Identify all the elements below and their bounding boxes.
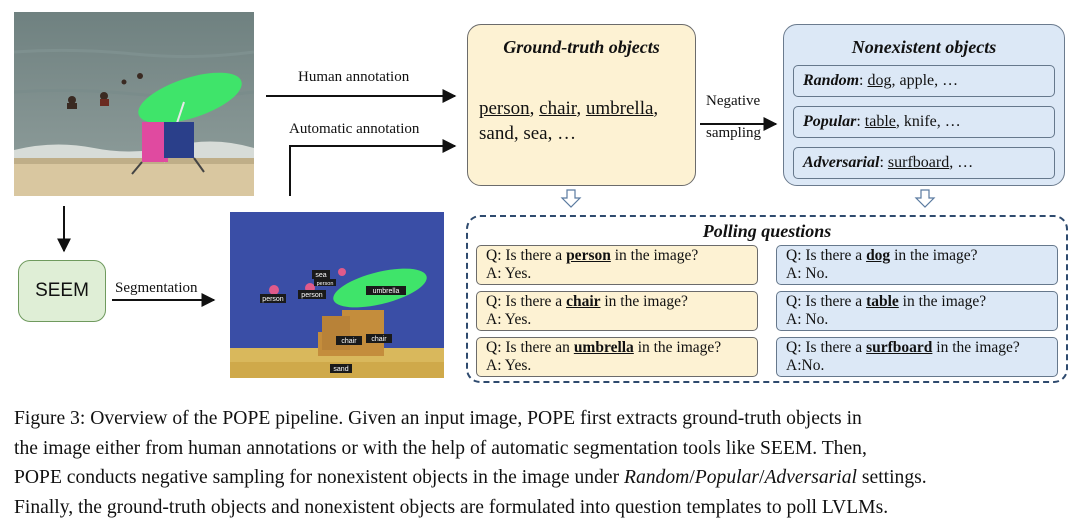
caption-line: Figure 3: Overview of the POPE pipeline.… — [14, 408, 862, 429]
caption-line: the image either from human annotations … — [14, 437, 867, 459]
question-card: Q: Is there a chair in the image? A: Yes… — [476, 291, 758, 331]
setting-first-object: table — [864, 113, 896, 130]
hollow-arrow-down-icon — [914, 189, 936, 208]
nonexistent-title: Nonexistent objects — [851, 37, 997, 57]
automatic-annotation-label: Automatic annotation — [289, 121, 420, 137]
question-suffix: in the image? — [890, 247, 978, 264]
seg-label-person: person — [301, 292, 323, 299]
seg-label-person: person — [317, 281, 334, 287]
seem-box: SEEM — [18, 260, 106, 322]
hollow-arrow-down-icon — [560, 189, 582, 208]
setting-rest: , apple, … — [891, 72, 959, 89]
human-annotation-label: Human annotation — [298, 69, 410, 85]
question-object: table — [866, 293, 899, 310]
gt-object-plain: sand, sea, … — [479, 123, 577, 144]
caption-line: POPE conducts negative sampling for none… — [14, 467, 927, 488]
question-prefix: Q: Is there a — [486, 293, 567, 310]
setting-name: Popular — [803, 113, 857, 130]
question-card: Q: Is there a surfboard in the image? A:… — [776, 337, 1058, 377]
sampling-label: sampling — [706, 125, 761, 141]
seg-label-chair: chair — [371, 336, 387, 343]
question-prefix: Q: Is there a — [786, 339, 867, 356]
polling-questions-box: Polling questions Q: Is there a person i… — [466, 215, 1068, 383]
answer-text: A: Yes. — [486, 265, 532, 282]
setting-popular: Popular: table, knife, … — [793, 106, 1055, 138]
gt-object: chair — [539, 98, 577, 119]
nonexistent-box: Nonexistent objects Random: dog, apple, … — [783, 24, 1065, 186]
question-suffix: in the image? — [610, 247, 699, 264]
question-suffix: in the image? — [932, 339, 1020, 356]
setting-name: Random — [803, 72, 860, 89]
setting-random: Random: dog, apple, … — [793, 65, 1055, 97]
segmentation-label: Segmentation — [115, 280, 198, 296]
question-prefix: Q: Is there an — [486, 339, 574, 356]
setting-name: Adversarial — [803, 154, 880, 171]
seg-label-chair: chair — [341, 338, 357, 345]
gt-object: umbrella — [585, 98, 654, 119]
question-object: chair — [566, 293, 601, 310]
seem-label: SEEM — [35, 280, 89, 301]
caption-line: Finally, the ground-truth objects and no… — [14, 496, 889, 518]
answer-text: A: No. — [786, 265, 829, 282]
ground-truth-box: Ground-truth objects person, chair, umbr… — [467, 24, 696, 186]
seg-label-sand: sand — [333, 366, 348, 373]
negative-label: Negative — [706, 93, 761, 109]
connector-arrows — [57, 89, 936, 307]
input-photo — [14, 12, 254, 196]
question-card: Q: Is there a person in the image? A: Ye… — [476, 245, 758, 285]
setting-first-object: dog — [867, 72, 892, 89]
seg-label-umbrella: umbrella — [373, 288, 400, 295]
question-prefix: Q: Is there a — [786, 293, 867, 310]
polling-title: Polling questions — [702, 221, 832, 241]
answer-text: A: Yes. — [486, 311, 532, 328]
figure-caption: Figure 3: Overview of the POPE pipeline.… — [14, 404, 1072, 522]
question-object: person — [566, 247, 611, 264]
automatic-annotation-arrow — [289, 139, 457, 196]
seg-label-person: person — [262, 296, 284, 303]
question-card: Q: Is there a dog in the image? A: No. — [776, 245, 1058, 285]
setting-rest: , knife, … — [895, 113, 961, 130]
question-suffix: in the image? — [633, 339, 722, 356]
answer-text: A:No. — [786, 357, 825, 374]
question-card: Q: Is there a table in the image? A: No. — [776, 291, 1058, 331]
ground-truth-objects: person, chair, umbrella, sand, sea, … — [479, 98, 659, 144]
answer-text: A: No. — [786, 311, 829, 328]
question-prefix: Q: Is there a — [486, 247, 567, 264]
question-object: surfboard — [866, 339, 933, 356]
question-suffix: in the image? — [600, 293, 688, 310]
answer-text: A: Yes. — [486, 357, 532, 374]
setting-adversarial: Adversarial: surfboard, … — [793, 147, 1055, 179]
question-suffix: in the image? — [898, 293, 987, 310]
setting-first-object: surfboard — [887, 154, 950, 171]
segmented-image: person person sea person umbrella chair … — [230, 212, 444, 378]
question-prefix: Q: Is there a — [786, 247, 867, 264]
ground-truth-title: Ground-truth objects — [503, 37, 660, 57]
question-object: umbrella — [573, 339, 634, 356]
question-card: Q: Is there an umbrella in the image? A:… — [476, 337, 758, 377]
setting-rest: , … — [949, 154, 974, 171]
question-object: dog — [866, 247, 891, 264]
gt-object: person — [479, 98, 530, 119]
seg-label-sea: sea — [315, 272, 326, 279]
